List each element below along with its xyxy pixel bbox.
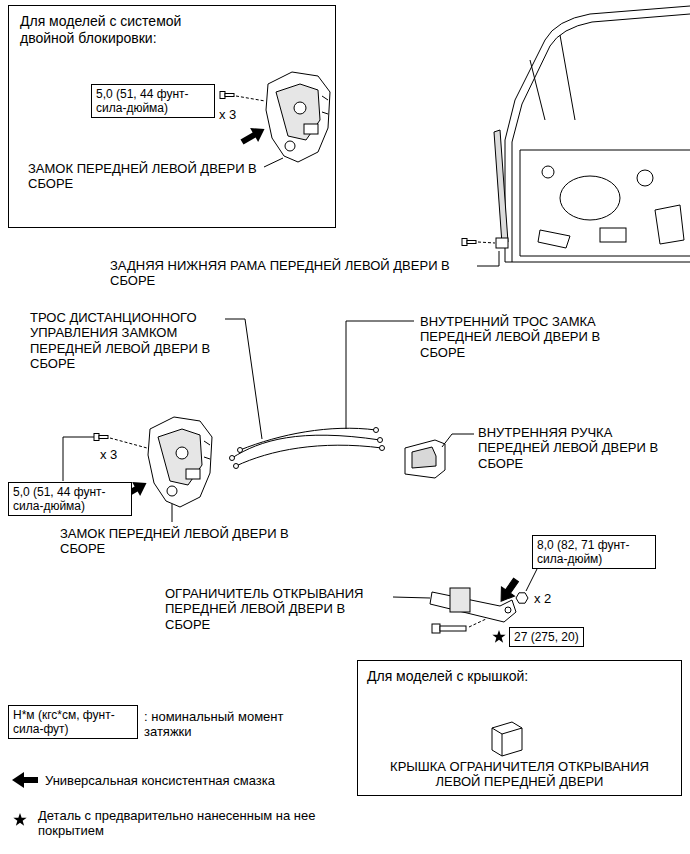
quantity-label: x 3 [219,107,259,122]
check-cover-drawing [492,722,522,756]
frame-heading: Для моделей с системой двойной блокировк… [20,13,225,46]
cable-drawing [225,319,414,469]
torque-value: 5,0 (51, 44 фунт-сила-дюйма) [13,485,127,513]
variant-frame: Для моделей с крышкой: КРЫШКА ОГРАНИЧИТЕЛ… [357,660,682,796]
torque-value: 27 (275, 20) [514,630,579,644]
torque-box: 5,0 (51, 44 фунт-сила-дюйма) [8,482,132,516]
quantity-label: x 3 [100,447,117,462]
legend-key-box: Н*м (кгс*см, фунт-сила-фут) [8,705,138,739]
legend-key: Н*м (кгс*см, фунт-сила-фут) [13,708,133,736]
door-lock-drawing [220,72,330,167]
quantity-label: x 2 [534,591,551,606]
legend-text: Универсальная консистентная смазка [45,773,365,788]
legend-text: : номинальный момент затяжки [144,709,304,740]
torque-value: 5,0 (51, 44 фунт-сила-дюйма) [96,87,210,115]
part-name: КРЫШКА ОГРАНИЧИТЕЛЯ ОТКРЫВАНИЯ ЛЕВОЙ ПЕР… [367,759,672,790]
torque-box: 27 (275, 20) [509,627,584,647]
torque-box: 5,0 (51, 44 фунт-сила-дюйма) [91,84,215,118]
inner-handle-drawing [405,434,474,478]
torque-box: 8,0 (82, 71 фунт-сила-дюйм) [532,535,656,569]
rear-lower-frame-drawing [462,130,508,266]
part-name: ЗАДНЯЯ НИЖНЯЯ РАМА ПЕРЕДНЕЙ ЛЕВОЙ ДВЕРИ … [110,258,472,289]
part-name: ВНУТРЕННИЙ ТРОС ЗАМКА ПЕРЕДНЕЙ ЛЕВОЙ ДВЕ… [420,314,632,360]
part-name: ВНУТРЕННЯЯ РУЧКА ПЕРЕДНЕЙ ЛЕВОЙ ДВЕРИ В … [478,425,683,471]
variant-frame: Для моделей с системой двойной блокировк… [8,5,336,228]
door-panel-drawing [505,6,690,262]
legend-samples [12,772,38,826]
frame-heading: Для моделей с крышкой: [367,668,667,685]
part-name: ТРОС ДИСТАНЦИОННОГО УПРАВЛЕНИЯ ЗАМКОМ ПЕ… [30,310,220,371]
torque-value: 8,0 (82, 71 фунт-сила-дюйм) [537,538,651,566]
part-name: ОГРАНИЧИТЕЛЬ ОТКРЫВАНИЯ ПЕРЕДНЕЙ ЛЕВОЙ Д… [165,586,390,632]
part-name: ЗАМОК ПЕРЕДНЕЙ ЛЕВОЙ ДВЕРИ В СБОРЕ [28,161,260,192]
part-name: ЗАМОК ПЕРЕДНЕЙ ЛЕВОЙ ДВЕРИ В СБОРЕ [60,526,300,557]
legend-text: Деталь с предварительно нанесенным на не… [38,808,358,839]
